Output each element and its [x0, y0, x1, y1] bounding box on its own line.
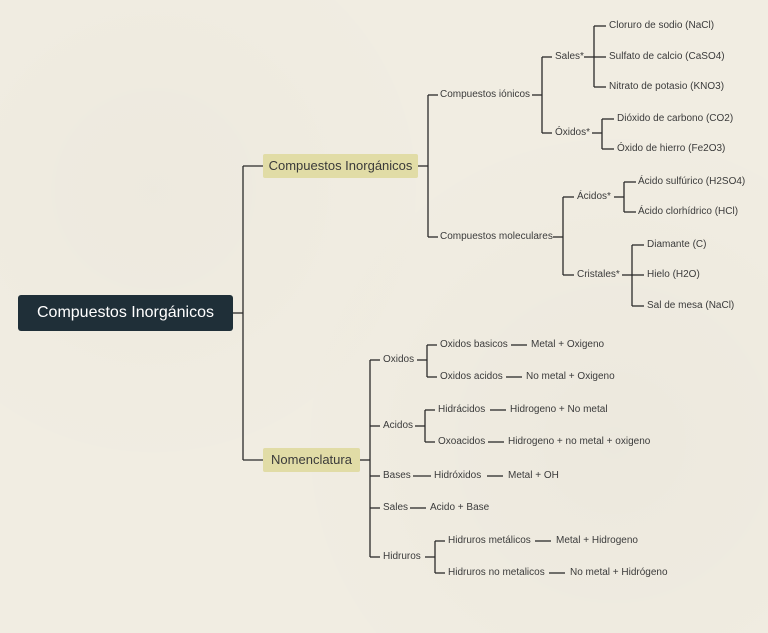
subtopic-hidruros-metalicos[interactable]: Hidruros metálicos	[448, 535, 531, 546]
subtopic-hidroxidos[interactable]: Hidróxidos	[434, 470, 482, 481]
subtopic-sales[interactable]: Sales*	[555, 51, 584, 62]
subtopic-compuestos-ionicos[interactable]: Compuestos iónicos	[440, 89, 531, 100]
leaf-acido-sulfurico[interactable]: Ácido sulfúrico (H2SO4)	[638, 176, 746, 187]
formula-hidruros-no-metalicos[interactable]: No metal + Hidrógeno	[570, 567, 668, 578]
leaf-nitrato-de-potasio[interactable]: Nitrato de potasio (KNO3)	[609, 81, 725, 92]
formula-oxoacidos[interactable]: Hidrogeno + no metal + oxigeno	[508, 436, 651, 447]
subtopic-oxidos[interactable]: Oxidos	[383, 354, 415, 365]
formula-oxidos-basicos[interactable]: Metal + Oxigeno	[531, 339, 605, 350]
subtopic-acidos-moleculares[interactable]: Ácidos*	[577, 191, 611, 202]
formula-oxidos-acidos[interactable]: No metal + Oxigeno	[526, 371, 615, 382]
subtopic-cristales[interactable]: Cristales*	[577, 269, 620, 280]
formula-hidruros-metalicos[interactable]: Metal + Hidrogeno	[556, 535, 638, 546]
leaf-cloruro-de-sodio[interactable]: Cloruro de sodio (NaCl)	[609, 20, 715, 31]
leaf-sal-de-mesa[interactable]: Sal de mesa (NaCl)	[647, 300, 735, 311]
subtopic-bases[interactable]: Bases	[383, 470, 411, 481]
leaf-hielo[interactable]: Hielo (H2O)	[647, 269, 700, 280]
subtopic-oxoacidos[interactable]: Oxoacidos	[438, 436, 486, 447]
subtopic-hidruros[interactable]: Hidruros	[383, 551, 421, 562]
formula-hidroxidos[interactable]: Metal + OH	[508, 470, 559, 481]
subtopic-sales[interactable]: Sales	[383, 502, 409, 513]
subtopic-oxidos-basicos[interactable]: Oxidos basicos	[440, 339, 508, 350]
subtopic-hidruros-no-metalicos[interactable]: Hidruros no metalicos	[448, 567, 545, 578]
subtopic-oxidos-ionicos[interactable]: Óxidos*	[555, 127, 591, 138]
leaf-acido-clorhidrico[interactable]: Ácido clorhídrico (HCl)	[638, 206, 739, 217]
leaf-dioxido-de-carbono[interactable]: Dióxido de carbono (CO2)	[617, 113, 734, 124]
leaf-sulfato-de-calcio[interactable]: Sulfato de calcio (CaSO4)	[609, 51, 725, 62]
subtopic-acidos[interactable]: Acidos	[383, 420, 414, 431]
leaf-oxido-de-hierro[interactable]: Óxido de hierro (Fe2O3)	[617, 143, 726, 154]
formula-sales[interactable]: Acido + Base	[430, 502, 490, 513]
subtopic-hidracidos[interactable]: Hidrácidos	[438, 404, 486, 415]
main-topic-nomenclatura[interactable]: Nomenclatura	[263, 448, 360, 472]
root-topic[interactable]: Compuestos Inorgánicos	[18, 295, 233, 331]
leaf-diamante[interactable]: Diamante (C)	[647, 239, 707, 250]
subtopic-oxidos-acidos[interactable]: Oxidos acidos	[440, 371, 503, 382]
subtopic-compuestos-moleculares[interactable]: Compuestos moleculares	[440, 231, 553, 242]
main-topic-compuestos-inorganicos[interactable]: Compuestos Inorgánicos	[263, 154, 418, 178]
formula-hidracidos[interactable]: Hidrogeno + No metal	[510, 404, 608, 415]
